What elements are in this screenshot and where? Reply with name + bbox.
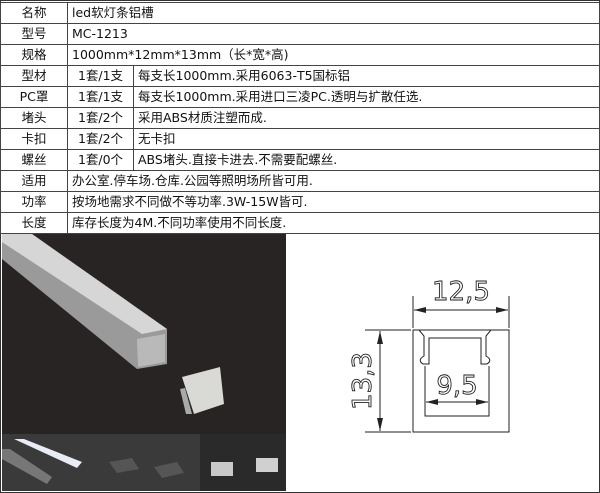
row-label: 螺丝 [0, 149, 68, 171]
row-qty: 1套/1支 [67, 86, 134, 108]
row-qty: 1套/0个 [67, 149, 134, 171]
row-label: 型材 [0, 65, 68, 87]
height-dimension-label: 13,3 [348, 352, 378, 410]
row-value: led软灯条铝槽 [67, 2, 600, 24]
row-label: 规格 [0, 44, 68, 66]
row-label: 堵头 [0, 107, 68, 129]
row-label: 功率 [0, 191, 68, 213]
table-row: 长度库存长度为4M.不同功率使用不同长度. [0, 212, 600, 234]
row-value: 办公室.停车场.仓库.公园等照明场所皆可用. [67, 170, 600, 192]
row-value: 每支长1000mm.采用6063-T5国标铝 [133, 65, 600, 87]
row-qty: 1套/2个 [67, 128, 134, 150]
row-value: 每支长1000mm.采用进口三凌PC.透明与扩散任选. [133, 86, 600, 108]
row-value: 1000mm*12mm*13mm（长*宽*高) [67, 44, 600, 66]
row-label: 型号 [0, 23, 68, 45]
row-label: 长度 [0, 212, 68, 234]
row-value: 按场地需求不同做不等功率.3W-15W皆可. [67, 191, 600, 213]
row-value: 无卡扣 [133, 128, 600, 150]
row-label: 卡扣 [0, 128, 68, 150]
table-row: 功率按场地需求不同做不等功率.3W-15W皆可. [0, 191, 600, 213]
table-row: 适用办公室.停车场.仓库.公园等照明场所皆可用. [0, 170, 600, 192]
row-label: PC罩 [0, 86, 68, 108]
row-value: MC-1213 [67, 23, 600, 45]
row-qty: 1套/1支 [67, 65, 134, 87]
dimension-drawing: 12,5 9,5 13,3 [348, 277, 510, 433]
row-label: 适用 [0, 170, 68, 192]
row-qty: 1套/2个 [67, 107, 134, 129]
inner-width-dimension-label: 9,5 [436, 371, 477, 401]
product-photo [2, 234, 286, 491]
width-dimension-label: 12,5 [432, 277, 490, 307]
row-value: ABS堵头.直接卡进去.不需要配螺丝. [133, 149, 600, 171]
row-value: 库存长度为4M.不同功率使用不同长度. [67, 212, 600, 234]
row-value: 采用ABS材质注塑而成. [133, 107, 600, 129]
row-label: 名称 [0, 2, 68, 24]
